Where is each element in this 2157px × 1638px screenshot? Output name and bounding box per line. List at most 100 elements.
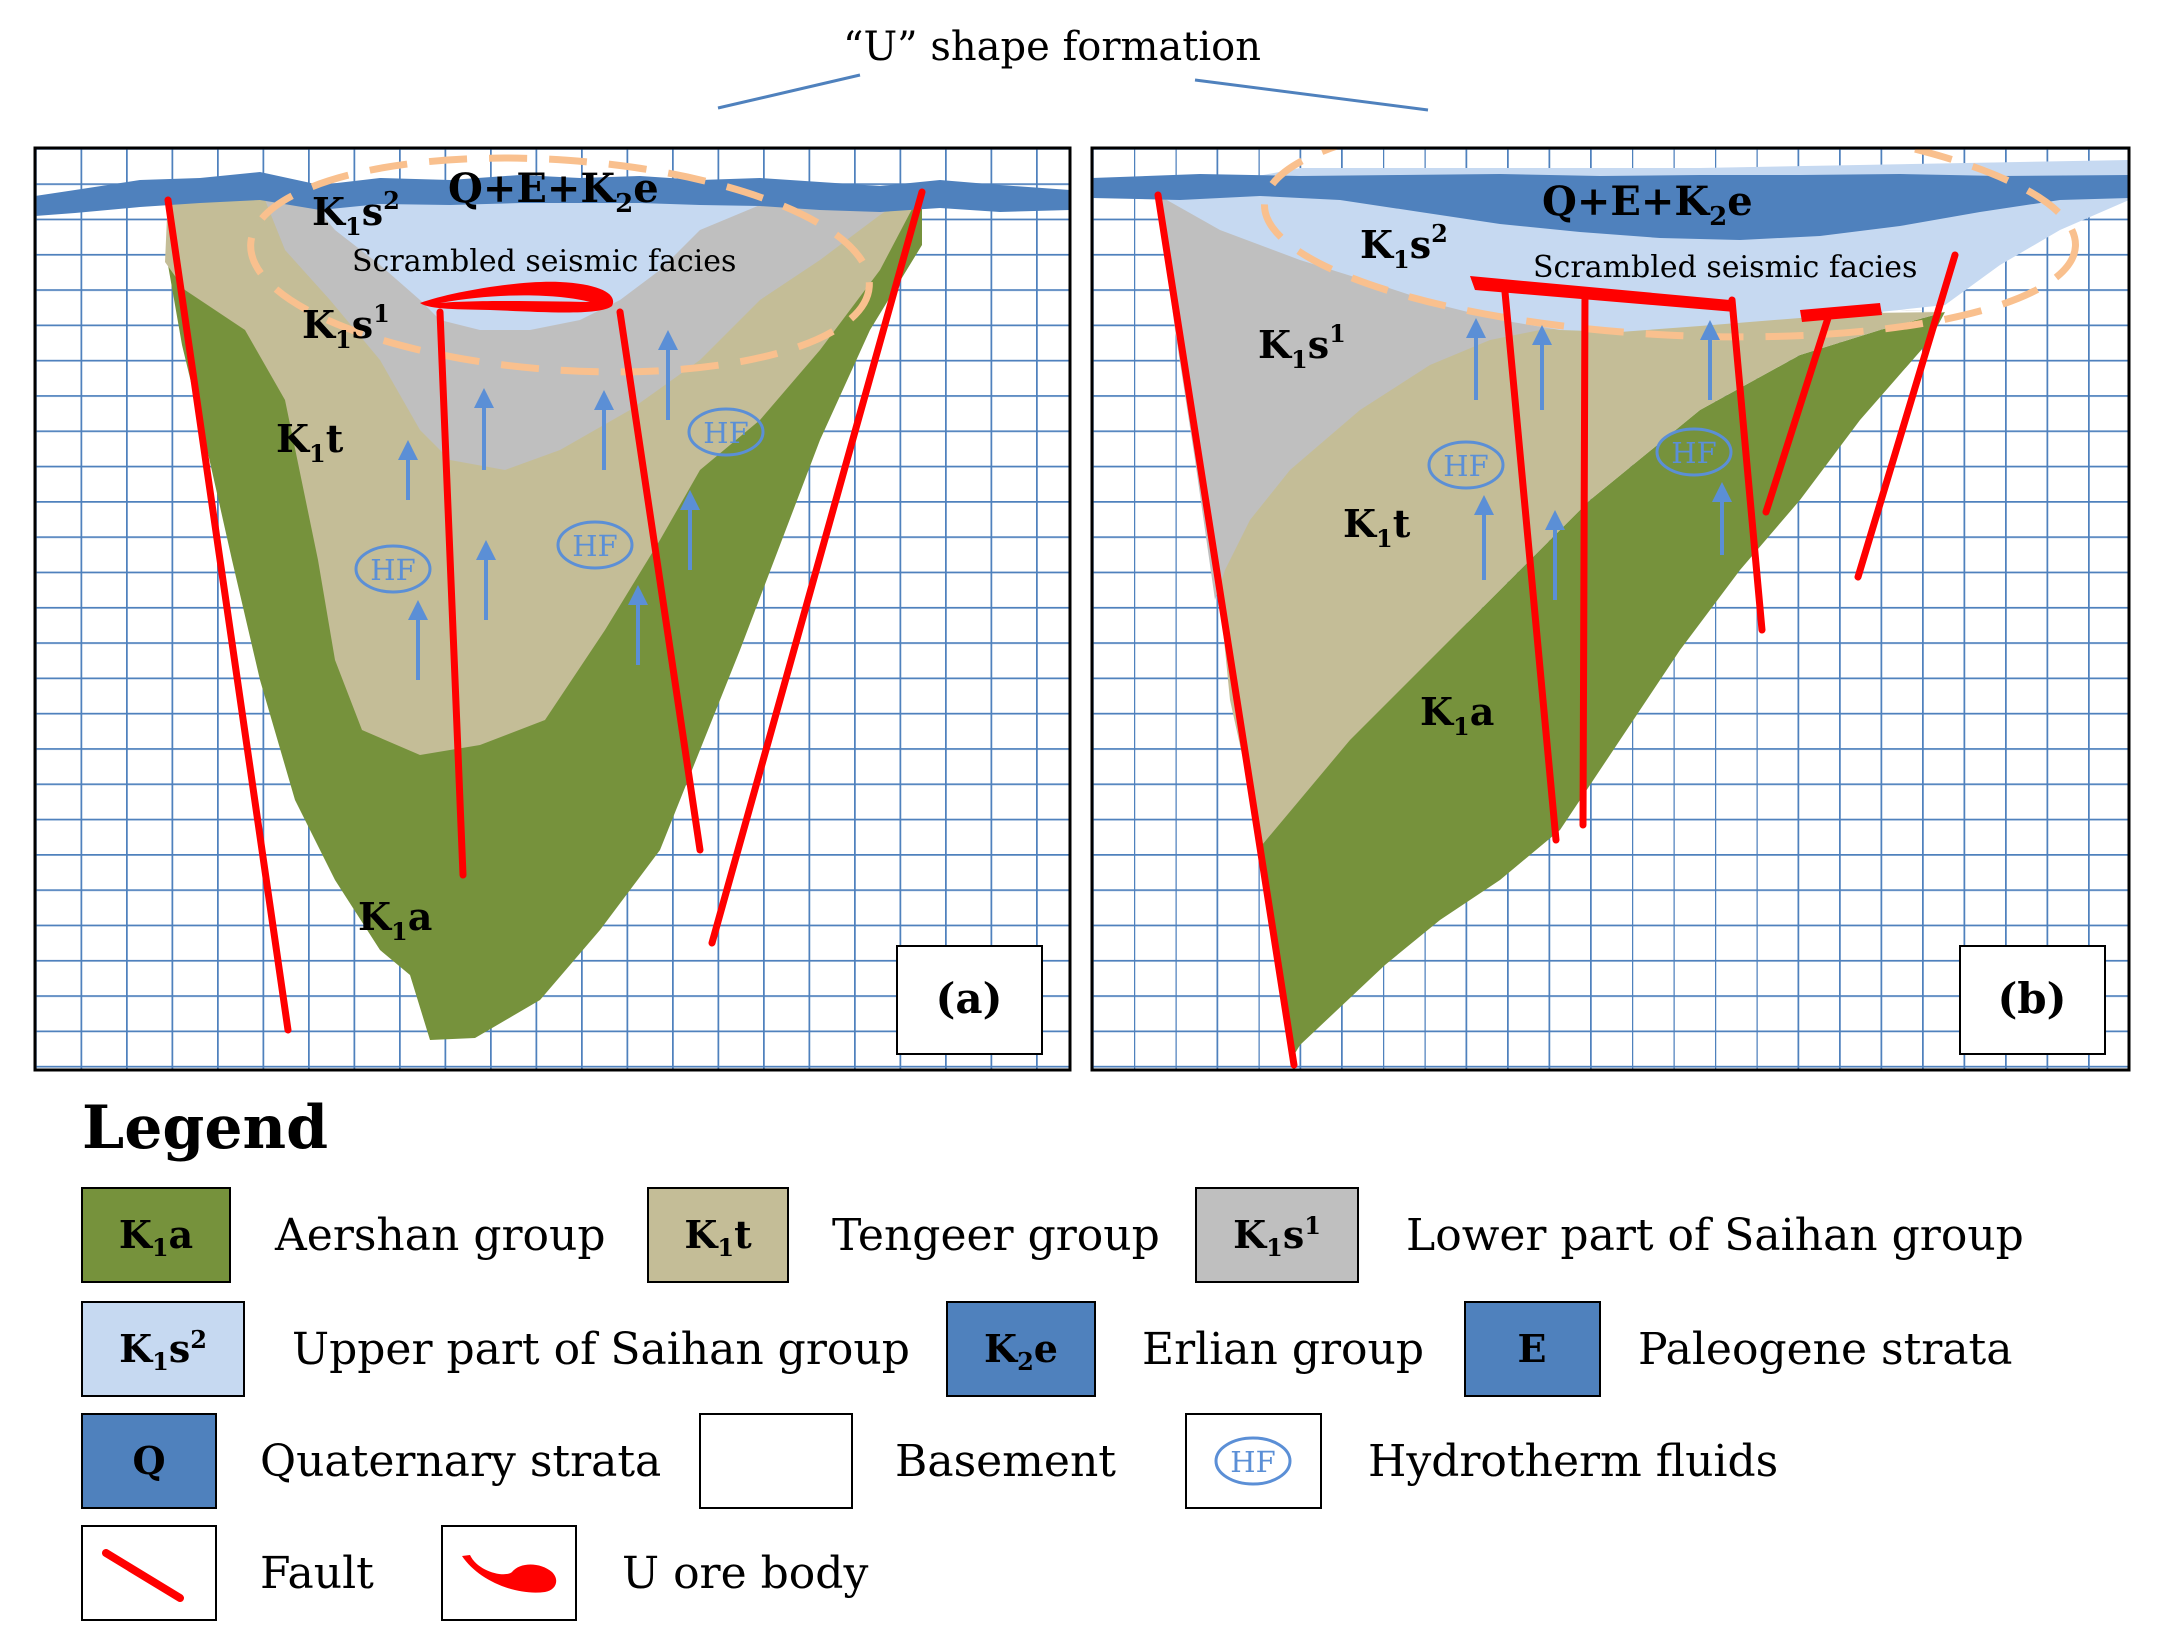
legend-swatch	[81, 1525, 217, 1621]
panel-b: HF HF Q+E+K2e K1s2 Scrambled seismic fac…	[1092, 148, 2129, 1070]
label-q-e-k2e: Q+E+K2e	[448, 165, 659, 219]
legend-item-e: E Paleogene strata	[1464, 1301, 2012, 1397]
legend-swatch	[946, 1301, 1096, 1397]
u-shape-highlight-ellipse	[247, 154, 873, 376]
panel-a: HF HF HF Q+E+K2e K1s2 Scrambled seismic …	[35, 148, 1070, 1070]
u-ore-body	[1470, 276, 1735, 312]
title-pointer-right	[1194, 78, 1429, 112]
legend-code: K1s1	[1233, 1211, 1321, 1262]
faults	[164, 188, 926, 1034]
label-scrambled-facies: Scrambled seismic facies	[352, 244, 736, 279]
legend-code: K2e	[984, 1326, 1058, 1376]
hf-marker: HF	[354, 544, 432, 594]
legend-swatch	[647, 1187, 789, 1283]
legend-item-k1a: K1a Aershan group	[81, 1187, 606, 1283]
svg-text:HF: HF	[1671, 436, 1716, 470]
legend: Legend K1a Aershan group K1t Tengeer gro…	[81, 1093, 2024, 1621]
panel-tag-box	[896, 945, 1043, 1055]
hf-marker: HF	[1427, 440, 1505, 490]
title-pointer-left	[717, 73, 861, 110]
figure-title: “U” shape formation	[843, 24, 1261, 70]
panel-b-frame	[1090, 146, 2131, 1072]
faults	[1154, 191, 1959, 1069]
top-strata-band	[1092, 174, 2129, 240]
legend-code: K1s2	[119, 1325, 207, 1376]
label-k1s1: K1s1	[302, 299, 390, 354]
legend-label: Hydrotherm fluids	[1368, 1436, 1778, 1487]
legend-swatch	[81, 1301, 245, 1397]
legend-label: Basement	[895, 1436, 1116, 1487]
label-k1a: K1a	[1420, 689, 1494, 741]
fault-line	[164, 196, 292, 1034]
fault-line	[1501, 288, 1560, 844]
label-k1s1: K1s1	[1258, 319, 1346, 374]
legend-label: Aershan group	[274, 1210, 606, 1261]
legend-swatch	[441, 1525, 577, 1621]
hf-marker: HF	[556, 520, 634, 570]
legend-label: Lower part of Saihan group	[1406, 1210, 2024, 1261]
legend-item-fault: Fault	[81, 1525, 374, 1621]
label-k1t: K1t	[276, 416, 344, 468]
legend-label: U ore body	[622, 1548, 868, 1599]
panel-tag-box	[1959, 945, 2106, 1055]
svg-text:HF: HF	[1443, 449, 1488, 483]
hydrotherm-arrows	[398, 330, 700, 680]
panel-a-frame	[33, 146, 1072, 1072]
svg-text:HF: HF	[703, 416, 748, 450]
legend-swatch	[1464, 1301, 1601, 1397]
legend-item-ore: U ore body	[441, 1525, 868, 1621]
legend-label: Erlian group	[1142, 1324, 1424, 1375]
legend-code: E	[1518, 1326, 1547, 1371]
legend-code: Q	[132, 1438, 165, 1483]
svg-text:HF: HF	[572, 529, 617, 563]
legend-label: Tengeer group	[832, 1210, 1160, 1261]
legend-item-q: Q Quaternary strata	[81, 1413, 661, 1509]
label-q-e-k2e: Q+E+K2e	[1542, 178, 1753, 232]
legend-swatch	[1185, 1413, 1322, 1509]
panel-tag-b: (b)	[1997, 974, 2066, 1023]
legend-code: K1a	[119, 1212, 193, 1262]
legend-swatch	[81, 1413, 217, 1509]
panel-tag-a: (a)	[936, 974, 1003, 1023]
hydrotherm-arrows	[1466, 318, 1732, 600]
fault-line	[1579, 288, 1589, 829]
legend-swatch	[699, 1413, 853, 1509]
fault-line	[1154, 191, 1298, 1069]
legend-swatch	[81, 1187, 231, 1283]
legend-label: Fault	[260, 1548, 374, 1599]
red-line-icon	[102, 1549, 184, 1602]
hf-ellipse-icon	[1214, 1436, 1292, 1486]
hf-marker: HF	[1655, 427, 1733, 477]
fault-line	[1854, 251, 1959, 581]
label-scrambled-facies: Scrambled seismic facies	[1533, 250, 1917, 285]
red-hook-icon	[462, 1555, 557, 1593]
hf-marker: HF	[687, 407, 765, 457]
legend-title: Legend	[82, 1093, 328, 1163]
svg-text:HF: HF	[370, 553, 415, 587]
label-k1t: K1t	[1343, 501, 1411, 553]
top-strata-band	[35, 172, 1070, 216]
legend-item-k2e: K2e Erlian group	[946, 1301, 1424, 1397]
legend-item-k1s1: K1s1 Lower part of Saihan group	[1195, 1187, 2024, 1283]
legend-label: Upper part of Saihan group	[292, 1324, 910, 1375]
u-ore-body	[1800, 303, 1882, 322]
fault-line	[616, 308, 704, 854]
label-k1a: K1a	[358, 894, 432, 946]
label-k1s2: K1s2	[1360, 219, 1448, 274]
fault-line	[1728, 296, 1766, 634]
legend-item-k1s2: K1s2 Upper part of Saihan group	[81, 1301, 910, 1397]
u-ore-body	[420, 281, 614, 313]
fault-line	[1762, 314, 1832, 516]
label-k1s2: K1s2	[312, 186, 400, 241]
u-shape-highlight-ellipse	[1261, 148, 2079, 341]
legend-item-basement: Basement	[699, 1413, 1116, 1509]
legend-label: Quaternary strata	[260, 1436, 661, 1487]
legend-swatch	[1195, 1187, 1359, 1283]
saihan-lower-layer	[1158, 195, 1945, 600]
fault-line	[708, 188, 926, 947]
legend-code: K1t	[684, 1212, 752, 1262]
fault-line	[436, 308, 467, 879]
legend-item-k1t: K1t Tengeer group	[647, 1187, 1160, 1283]
legend-item-hf: HF Hydrotherm fluids	[1185, 1413, 1778, 1509]
